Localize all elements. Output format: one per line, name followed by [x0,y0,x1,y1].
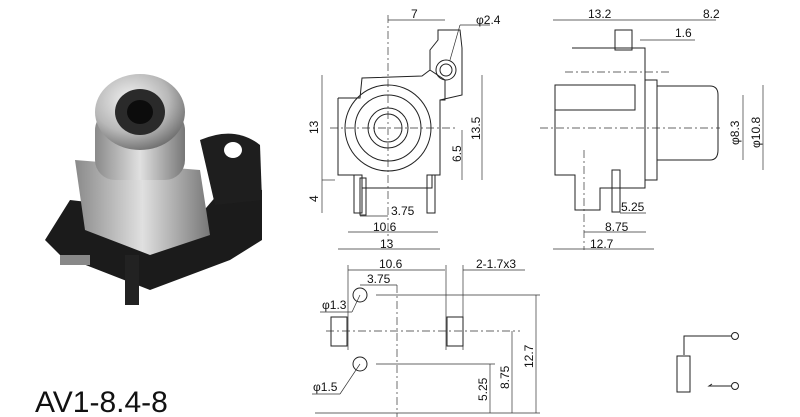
dim-height: 13 [307,120,321,134]
dim-width: 13 [380,237,394,251]
pcb-row-c: 12.7 [522,344,536,368]
pcb-layout [312,265,540,417]
dim-flange: 1.6 [675,26,692,40]
pcb-row-a: 5.25 [476,377,490,401]
dim-pin-c: 12.7 [590,237,614,251]
schematic-symbol [676,332,739,393]
dim-center-height: 13.5 [469,116,483,140]
front-view [321,15,490,250]
side-view [540,19,764,250]
dim-axis-height: 6.5 [450,145,464,162]
dim-hole-dia: φ2.4 [476,13,501,27]
pcb-hole-offset: 3.75 [367,272,391,286]
pcb-large-hole: φ1.5 [313,380,338,394]
dim-pin-length: 4 [307,195,321,202]
dim-body-depth: 13.2 [588,7,612,21]
pcb-small-hole: φ1.3 [322,298,347,312]
product-photo [45,74,262,305]
pcb-row-b: 8.75 [498,365,512,389]
dim-outer-pins: 10.6 [373,220,397,234]
dim-pin-offset: 7 [411,7,418,21]
model-title: AV1-8.4-8 [35,386,168,417]
dim-outer-dia: φ10.8 [749,117,763,148]
pcb-slot-spacing: 10.6 [379,257,403,271]
dim-front-length: 8.2 [703,7,720,21]
dim-inner-dia: φ8.3 [728,120,742,145]
dim-pin-spacing: 3.75 [391,204,415,218]
dim-pin-b: 8.75 [605,220,629,234]
pcb-slot-size: 2-1.7x3 [476,257,516,271]
dim-pin-a: 5.25 [621,200,645,214]
